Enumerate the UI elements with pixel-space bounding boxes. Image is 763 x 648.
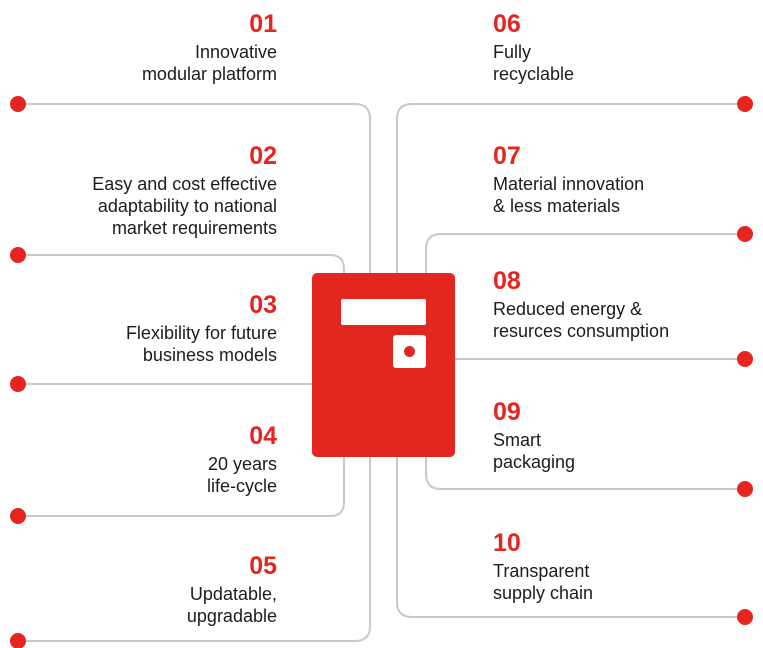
feature-text-line: recyclable <box>493 64 575 84</box>
feature-text-line: resurces consumption <box>493 321 670 341</box>
feature-number: 08 <box>493 267 521 295</box>
device-button <box>393 335 426 368</box>
feature-text-line: Material innovation <box>493 174 645 194</box>
feature-text: Fully recyclable <box>493 41 574 85</box>
feature-05: 05 Updatable, upgradable <box>187 552 277 627</box>
vending-machine-icon <box>312 273 455 457</box>
connector-dot-1 <box>10 96 26 112</box>
feature-07: 07 Material innovation & less materials <box>493 142 644 217</box>
connector-dot-9 <box>737 481 753 497</box>
feature-text: Reduced energy & resurces consumption <box>493 298 669 342</box>
feature-text-line: Easy and cost effective <box>92 174 277 194</box>
feature-09: 09 Smart packaging <box>493 398 575 473</box>
connector-line-5 <box>18 457 371 642</box>
connector-dot-4 <box>10 508 26 524</box>
feature-number: 05 <box>249 552 277 580</box>
feature-text: Updatable, upgradable <box>187 583 277 627</box>
connector-dot-10 <box>737 609 753 625</box>
connector-dot-3 <box>10 376 26 392</box>
connector-dot-6 <box>737 96 753 112</box>
feature-number: 03 <box>249 291 277 319</box>
device-button-dot <box>404 346 415 357</box>
feature-text-line: Reduced energy & <box>493 299 643 319</box>
feature-number: 04 <box>249 422 277 450</box>
feature-text-line: & less materials <box>493 196 621 216</box>
feature-text-line: Innovative <box>194 42 277 62</box>
feature-04: 04 20 years life-cycle <box>207 422 277 497</box>
feature-text: Transparent supply chain <box>493 560 593 604</box>
feature-number: 09 <box>493 398 521 426</box>
feature-number: 10 <box>493 529 521 557</box>
feature-number: 06 <box>493 10 521 38</box>
connector-line-2 <box>18 254 345 273</box>
feature-text: Innovative modular platform <box>142 41 277 85</box>
feature-08: 08 Reduced energy & resurces consumption <box>493 267 669 342</box>
feature-text-line: modular platform <box>141 64 277 84</box>
device-screen <box>341 299 426 325</box>
feature-text-line: 20 years <box>207 454 277 474</box>
connector-line-9 <box>425 457 745 490</box>
connector-line-6 <box>396 103 745 273</box>
feature-text-line: adaptability to national <box>97 196 277 216</box>
connector-dot-2 <box>10 247 26 263</box>
feature-text: Material innovation & less materials <box>493 173 644 217</box>
feature-text-line: Fully <box>493 42 532 62</box>
feature-text-line: life-cycle <box>206 476 277 496</box>
feature-text-line: market requirements <box>111 218 277 238</box>
connector-dot-7 <box>737 226 753 242</box>
feature-text-line: Smart <box>493 430 542 450</box>
feature-text-line: upgradable <box>186 606 277 626</box>
feature-06: 06 Fully recyclable <box>493 10 574 85</box>
feature-number: 07 <box>493 142 521 170</box>
feature-10: 10 Transparent supply chain <box>493 529 593 604</box>
feature-01: 01 Innovative modular platform <box>142 10 277 85</box>
feature-text-line: Transparent <box>493 561 590 581</box>
connector-line-4 <box>18 457 345 517</box>
feature-text-line: business models <box>142 345 277 365</box>
feature-text-line: supply chain <box>493 583 594 603</box>
feature-number: 01 <box>249 10 277 38</box>
connector-dot-5 <box>10 633 26 648</box>
connector-line-10 <box>396 457 745 618</box>
feature-text: Smart packaging <box>493 429 575 473</box>
connector-line-7 <box>425 233 745 273</box>
connector-dot-8 <box>737 351 753 367</box>
feature-text: Flexibility for future business models <box>126 322 277 366</box>
feature-text-line: Updatable, <box>189 584 277 604</box>
feature-text-line: Flexibility for future <box>125 323 277 343</box>
feature-text: 20 years life-cycle <box>207 453 277 497</box>
feature-02: 02 Easy and cost effective adaptability … <box>92 142 277 239</box>
feature-text-line: packaging <box>493 452 576 472</box>
connector-line-1 <box>18 103 371 273</box>
feature-03: 03 Flexibility for future business model… <box>126 291 277 366</box>
feature-number: 02 <box>249 142 277 170</box>
feature-text: Easy and cost effective adaptability to … <box>92 173 277 239</box>
